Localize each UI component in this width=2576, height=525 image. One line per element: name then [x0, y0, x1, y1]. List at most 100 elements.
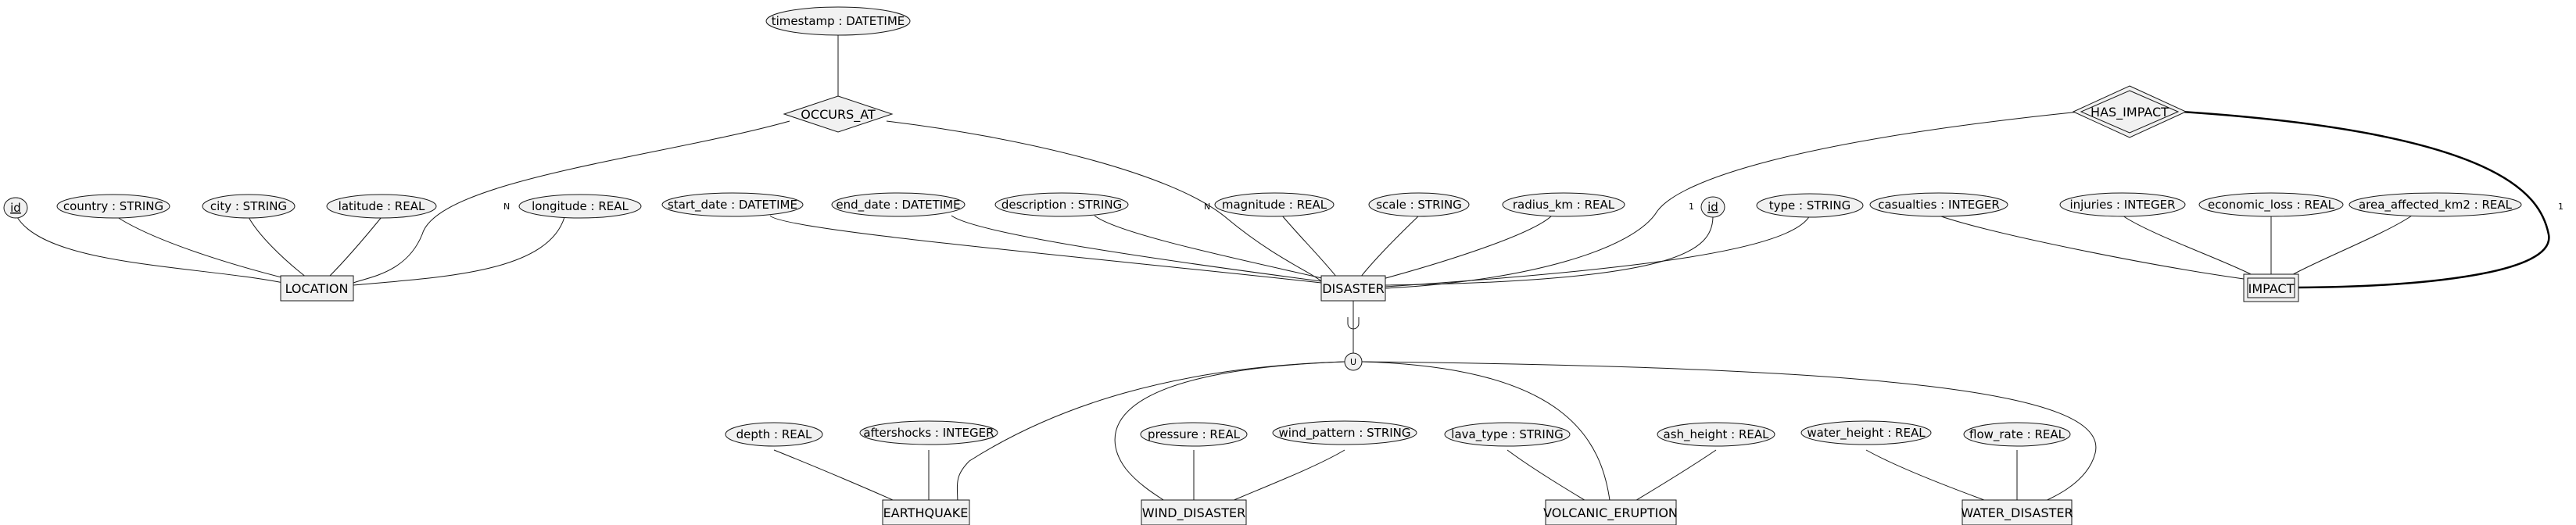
entity-impact[interactable]: IMPACT [2243, 273, 2299, 302]
attribute-timestamp: timestamp : DATETIME [765, 6, 911, 36]
edges [16, 35, 2550, 507]
attribute-wind-pattern: wind_pattern : STRING [1272, 420, 1417, 445]
svg-text:ash_height : REAL: ash_height : REAL [1664, 427, 1770, 442]
edge-location-city [248, 216, 307, 278]
attribute-lava-type: lava_type : STRING [1444, 422, 1571, 447]
edge-union-earthquake [956, 361, 1345, 507]
cardinality-hasimpact-impact: 1 [2558, 202, 2563, 212]
attribute-flow-rate: flow_rate : REAL [1963, 422, 2071, 447]
edge-disaster-end-date [951, 215, 1322, 282]
attribute-description: description : STRING [994, 192, 1129, 217]
edge-volcanic-ash [1625, 449, 1717, 507]
edge-disaster-type [1385, 215, 1811, 288]
edge-hasimpact-impact [2180, 110, 2550, 289]
attribute-disaster-id: id [1700, 196, 1725, 218]
attribute-type: type : STRING [1756, 193, 1864, 218]
edge-location-id [16, 216, 284, 284]
svg-text:magnitude : REAL: magnitude : REAL [1222, 198, 1327, 212]
svg-text:timestamp : DATETIME: timestamp : DATETIME [772, 14, 905, 28]
cardinality-occurs-disaster: N [1204, 202, 1210, 212]
attribute-location-id: id [3, 197, 28, 219]
svg-text:country : STRING: country : STRING [63, 199, 163, 213]
entity-disaster-label: DISASTER [1322, 281, 1385, 296]
edge-earthquake-depth [773, 449, 908, 507]
entity-water-disaster[interactable]: WATER_DISASTER [1961, 499, 2073, 525]
relationship-has-impact[interactable]: HAS_IMPACT [2072, 85, 2187, 138]
entity-impact-label: IMPACT [2248, 281, 2295, 296]
attribute-casualties: casualties : INTEGER [1869, 192, 2008, 217]
svg-text:id: id [10, 201, 21, 215]
edge-union-wind [1114, 361, 1345, 507]
svg-text:injuries : INTEGER: injuries : INTEGER [2069, 198, 2175, 212]
edge-disaster-start-date [769, 215, 1322, 284]
edge-wind-pattern [1219, 449, 1345, 507]
svg-text:city : STRING: city : STRING [210, 199, 287, 213]
attribute-economic-loss: economic_loss : REAL [2198, 192, 2344, 217]
svg-text:start_date : DATETIME: start_date : DATETIME [668, 198, 797, 212]
edge-location-latitude [328, 216, 382, 278]
attribute-start-date: start_date : DATETIME [661, 192, 804, 217]
generalization-circle: U [1344, 352, 1363, 371]
edge-occurs-disaster [886, 120, 1322, 282]
relationship-occurs-at-label: OCCURS_AT [801, 107, 876, 123]
entity-location[interactable]: LOCATION [280, 275, 354, 302]
entity-earthquake[interactable]: EARTHQUAKE [882, 499, 970, 525]
svg-text:lava_type : STRING: lava_type : STRING [1451, 427, 1563, 442]
svg-text:longitude : REAL: longitude : REAL [532, 199, 629, 213]
svg-text:scale : STRING: scale : STRING [1376, 198, 1462, 212]
edge-volcanic-lava [1507, 449, 1596, 507]
svg-text:description : STRING: description : STRING [1001, 198, 1122, 212]
attribute-city: city : STRING [202, 194, 296, 219]
edge-union-volcanic [1361, 361, 1611, 507]
svg-text:end_date : DATETIME: end_date : DATETIME [836, 198, 960, 212]
svg-text:type : STRING: type : STRING [1769, 198, 1850, 212]
entity-earthquake-label: EARTHQUAKE [883, 505, 969, 520]
cardinality-occurs-location: N [503, 202, 510, 212]
edge-hasimpact-disaster [1385, 111, 2080, 289]
entity-disaster[interactable]: DISASTER [1320, 275, 1386, 302]
union-symbol: U [1350, 357, 1356, 367]
edge-location-country [116, 216, 288, 280]
attribute-magnitude: magnitude : REAL [1214, 192, 1335, 217]
edge-occurs-location [353, 120, 790, 284]
edge-impact-casualties [1938, 215, 2245, 280]
svg-text:pressure : REAL: pressure : REAL [1148, 427, 1241, 441]
edge-disaster-magnitude [1281, 215, 1338, 278]
svg-text:casualties : INTEGER: casualties : INTEGER [1878, 198, 2000, 212]
svg-text:flow_rate : REAL: flow_rate : REAL [1969, 427, 2065, 442]
entity-wind-disaster-label: WIND_DISASTER [1142, 505, 1245, 521]
edge-disaster-scale [1360, 215, 1420, 278]
svg-text:wind_pattern : STRING: wind_pattern : STRING [1278, 426, 1410, 441]
entity-wind-disaster[interactable]: WIND_DISASTER [1141, 499, 1247, 525]
attribute-injuries: injuries : INTEGER [2059, 192, 2186, 217]
svg-text:id: id [1707, 200, 1718, 214]
edge-water-height [1865, 449, 2002, 507]
edge-disaster-id [1385, 216, 1714, 286]
svg-text:depth : REAL: depth : REAL [736, 427, 812, 441]
svg-text:economic_loss : REAL: economic_loss : REAL [2208, 198, 2335, 212]
entity-volcanic-eruption[interactable]: VOLCANIC_ERUPTION [1543, 499, 1678, 525]
edge-disaster-description [1094, 215, 1326, 280]
relationship-occurs-at[interactable]: OCCURS_AT [783, 95, 894, 133]
edge-impact-area [2288, 215, 2413, 277]
attribute-scale: scale : STRING [1368, 192, 1470, 217]
svg-text:radius_km : REAL: radius_km : REAL [1513, 198, 1615, 212]
relationship-has-impact-label: HAS_IMPACT [2091, 105, 2169, 120]
attribute-aftershocks: aftershocks : INTEGER [859, 420, 998, 445]
entity-volcanic-eruption-label: VOLCANIC_ERUPTION [1543, 505, 1678, 521]
attribute-country: country : STRING [56, 194, 170, 219]
attribute-radius-km: radius_km : REAL [1502, 192, 1625, 217]
edge-location-longitude [353, 216, 565, 286]
entity-location-label: LOCATION [285, 281, 349, 296]
edge-union-water [1361, 361, 2097, 507]
attribute-depth: depth : REAL [725, 422, 823, 447]
subset-symbol [1347, 317, 1360, 330]
attribute-ash-height: ash_height : REAL [1657, 422, 1775, 447]
attribute-latitude: latitude : REAL [326, 194, 437, 219]
svg-text:area_affected_km2 : REAL: area_affected_km2 : REAL [2359, 198, 2513, 212]
edge-disaster-radius [1379, 215, 1553, 280]
attribute-longitude: longitude : REAL [518, 194, 642, 219]
attribute-area-affected: area_affected_km2 : REAL [2348, 192, 2522, 217]
attribute-end-date: end_date : DATETIME [831, 192, 966, 217]
